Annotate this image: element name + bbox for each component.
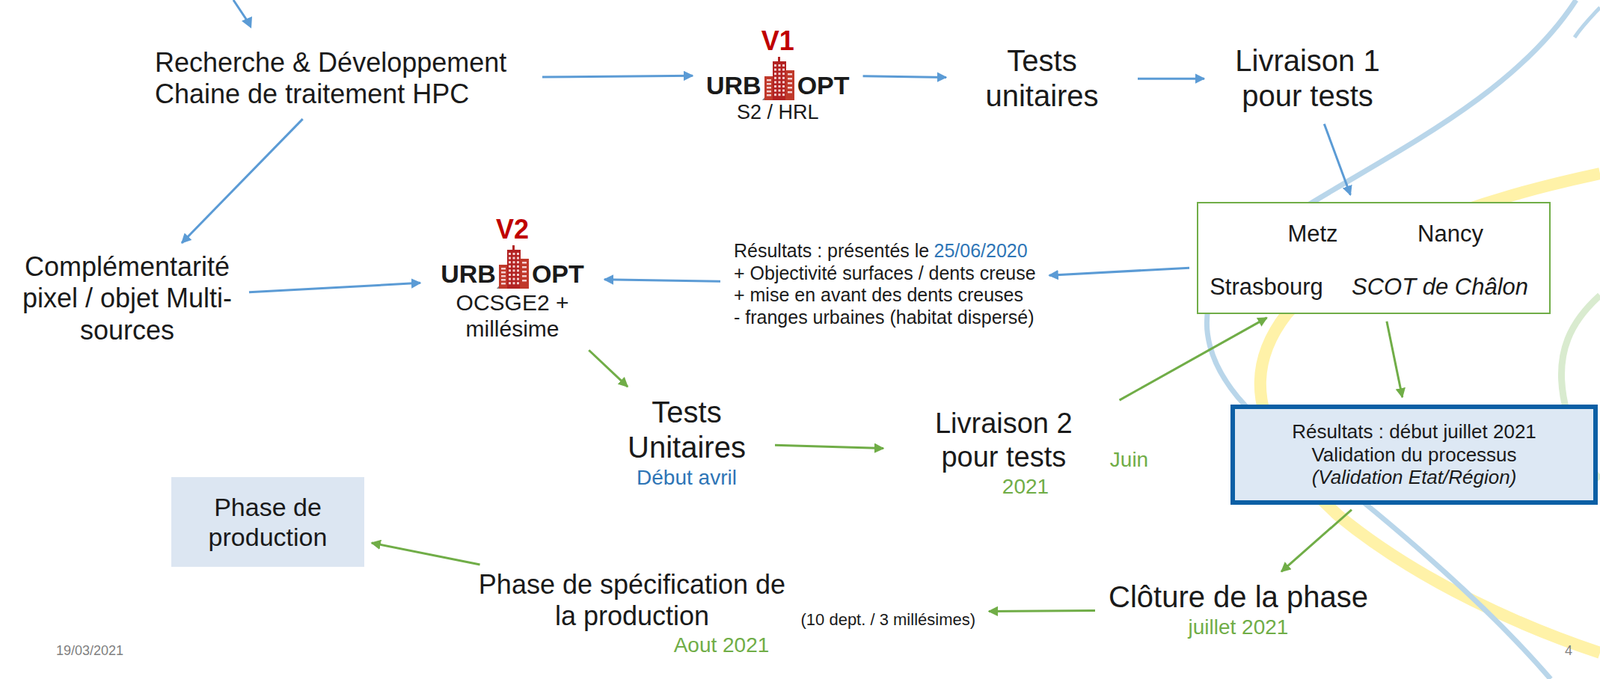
node-text: OCSGE2 + millésime xyxy=(433,289,591,343)
text-node: Complémentarité pixel / objet Multi-sour… xyxy=(12,248,242,350)
page-number: 4 xyxy=(1564,643,1573,659)
node-text: Strasbourg xyxy=(1209,273,1324,302)
date-text: 25/06/2020 xyxy=(934,240,1028,262)
flow-arrow xyxy=(988,610,1096,612)
date-text: Aout 2021 xyxy=(467,632,976,658)
node-text: + mise en avant des dents creuses xyxy=(733,284,1036,307)
node-text: Nancy xyxy=(1417,220,1484,249)
text-node: Phase de spécification de la production(… xyxy=(461,566,982,661)
node-text: Complémentarité pixel / objet Multi-sour… xyxy=(18,251,236,347)
flow-arrow xyxy=(1049,267,1190,276)
node-text: Livraison 2 pour tests xyxy=(902,406,1105,475)
version-label: V2 xyxy=(433,213,591,246)
node-text: Tests unitaires xyxy=(959,43,1125,114)
node-text: Clôture de la phase xyxy=(1108,579,1369,615)
node-text: (10 dept. / 3 millésimes) xyxy=(801,610,977,630)
text-node: Clôture de la phasejuillet 2021 xyxy=(1102,576,1375,643)
node-text: Metz xyxy=(1287,220,1338,249)
node-text: S2 / HRL xyxy=(706,100,850,125)
version-label: V1 xyxy=(706,25,850,57)
flow-arrow xyxy=(249,282,421,292)
text-node: Résultats : présentés le25/06/2020+ Obje… xyxy=(727,237,1042,332)
flow-arrow xyxy=(604,279,721,283)
node-text: Tests Unitaires xyxy=(611,394,762,466)
node-text: SCOT de Châlon xyxy=(1351,273,1529,302)
text-node: Livraison 1 pour tests xyxy=(1211,40,1404,117)
process-box: Résultats : début juillet 2021Validation… xyxy=(1230,404,1598,505)
text-node: V1URB OPTS2 / HRL xyxy=(700,22,856,128)
node-text: Phase de spécification de la production xyxy=(467,569,797,633)
text-node: Tests unitaires xyxy=(953,40,1131,117)
flow-arrow xyxy=(1119,317,1268,401)
date-text: juillet 2021 xyxy=(1108,614,1369,640)
node-text: URB xyxy=(706,70,762,101)
process-box: Phase de production xyxy=(171,477,365,567)
node-text: OPT xyxy=(531,258,585,289)
node-text: + Objectivité surfaces / dents creuse xyxy=(733,262,1036,285)
building-icon xyxy=(762,56,797,101)
flow-arrow xyxy=(181,118,303,244)
incoming-arrow-head xyxy=(241,16,253,29)
flow-arrow xyxy=(1137,77,1205,81)
text-node: Livraison 2 pour testsJuin 2021 xyxy=(890,403,1161,502)
node-text: Livraison 1 pour tests xyxy=(1217,43,1398,114)
node-text: Recherche & Développement Chaine de trai… xyxy=(154,47,529,111)
node-text: (Validation Etat/Région) xyxy=(1312,466,1517,490)
node-text: Validation du processus xyxy=(1311,443,1517,467)
flow-arrow xyxy=(863,76,947,78)
text-node: Recherche & Développement Chaine de trai… xyxy=(148,44,535,114)
node-text: OPT xyxy=(797,70,850,101)
date-text: Début avril xyxy=(611,465,762,490)
flow-arrow xyxy=(588,350,628,387)
slide-date: 19/03/2021 xyxy=(56,643,124,659)
flow-arrow xyxy=(542,75,693,78)
process-box: Metz NancyStrasbourg SCOT de Châlon xyxy=(1196,201,1551,315)
flow-arrow xyxy=(1386,321,1403,398)
node-text: Phase de production xyxy=(178,492,357,553)
blue-curve-top xyxy=(1574,7,1600,38)
building-icon xyxy=(496,245,532,289)
node-text: Résultats : présentés le xyxy=(733,240,930,262)
node-text: - franges urbaines (habitat dispersé) xyxy=(733,306,1036,330)
flow-arrow xyxy=(371,543,481,565)
text-node: V2URB OPTOCSGE2 + millésime xyxy=(427,210,597,345)
node-text: URB xyxy=(440,258,496,289)
flow-arrow xyxy=(1323,124,1351,196)
node-text: Résultats : début juillet 2021 xyxy=(1291,420,1537,444)
flow-arrow xyxy=(1281,510,1352,573)
flow-arrow xyxy=(774,445,884,449)
text-node: Tests UnitairesDébut avril xyxy=(605,391,768,493)
